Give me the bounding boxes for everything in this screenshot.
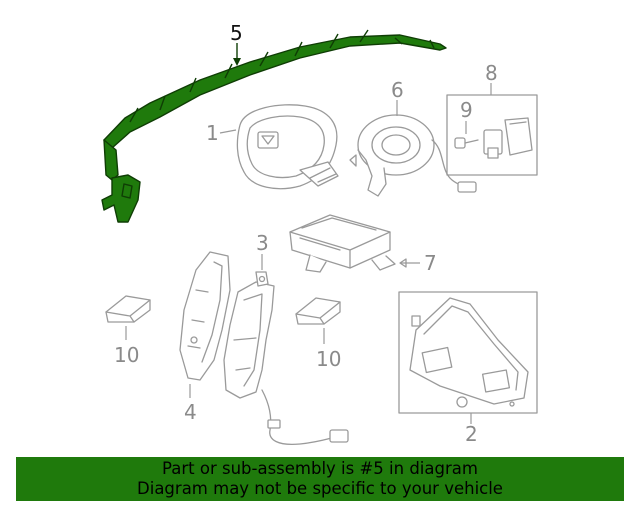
part-6-clock-spring[interactable] (349, 114, 477, 197)
callout-7: 7 (424, 251, 437, 275)
banner-line-1: Part or sub-assembly is #5 in diagram (162, 459, 478, 478)
part-1-driver-airbag[interactable] (236, 104, 339, 190)
callout-3: 3 (256, 231, 269, 255)
part-9-bolt[interactable] (454, 137, 479, 149)
part-8-sensor[interactable] (483, 117, 533, 159)
parts-diagram: 5 1 6 8 9 (101, 21, 538, 446)
logo-emblem (257, 131, 279, 149)
callout-10-left: 10 (114, 343, 139, 367)
part-10-clip-left[interactable] (105, 295, 151, 323)
callout-4: 4 (184, 400, 197, 424)
arrowhead-5 (233, 58, 241, 66)
part-2-knee-airbag-cover[interactable] (409, 297, 529, 408)
box-2 (398, 291, 538, 414)
part-7-control-unit[interactable] (289, 214, 396, 273)
leader-1 (219, 129, 237, 134)
callout-10-right: 10 (316, 347, 341, 371)
callout-6: 6 (391, 78, 404, 102)
callout-1: 1 (206, 121, 219, 145)
callout-2: 2 (465, 422, 478, 446)
callout-9: 9 (460, 98, 473, 122)
box-8 (446, 94, 538, 176)
part-3-side-airbag[interactable] (223, 271, 349, 446)
banner-line-2: Diagram may not be specific to your vehi… (137, 479, 503, 498)
part-4-seat-side-panel[interactable] (179, 251, 231, 381)
callout-8: 8 (485, 61, 498, 85)
arrowhead-7 (399, 258, 407, 268)
part-5-curtain-airbag[interactable] (101, 29, 447, 223)
part-10-clip-right[interactable] (295, 297, 341, 325)
callout-5: 5 (230, 21, 243, 45)
info-banner: Part or sub-assembly is #5 in diagram Di… (16, 457, 624, 501)
